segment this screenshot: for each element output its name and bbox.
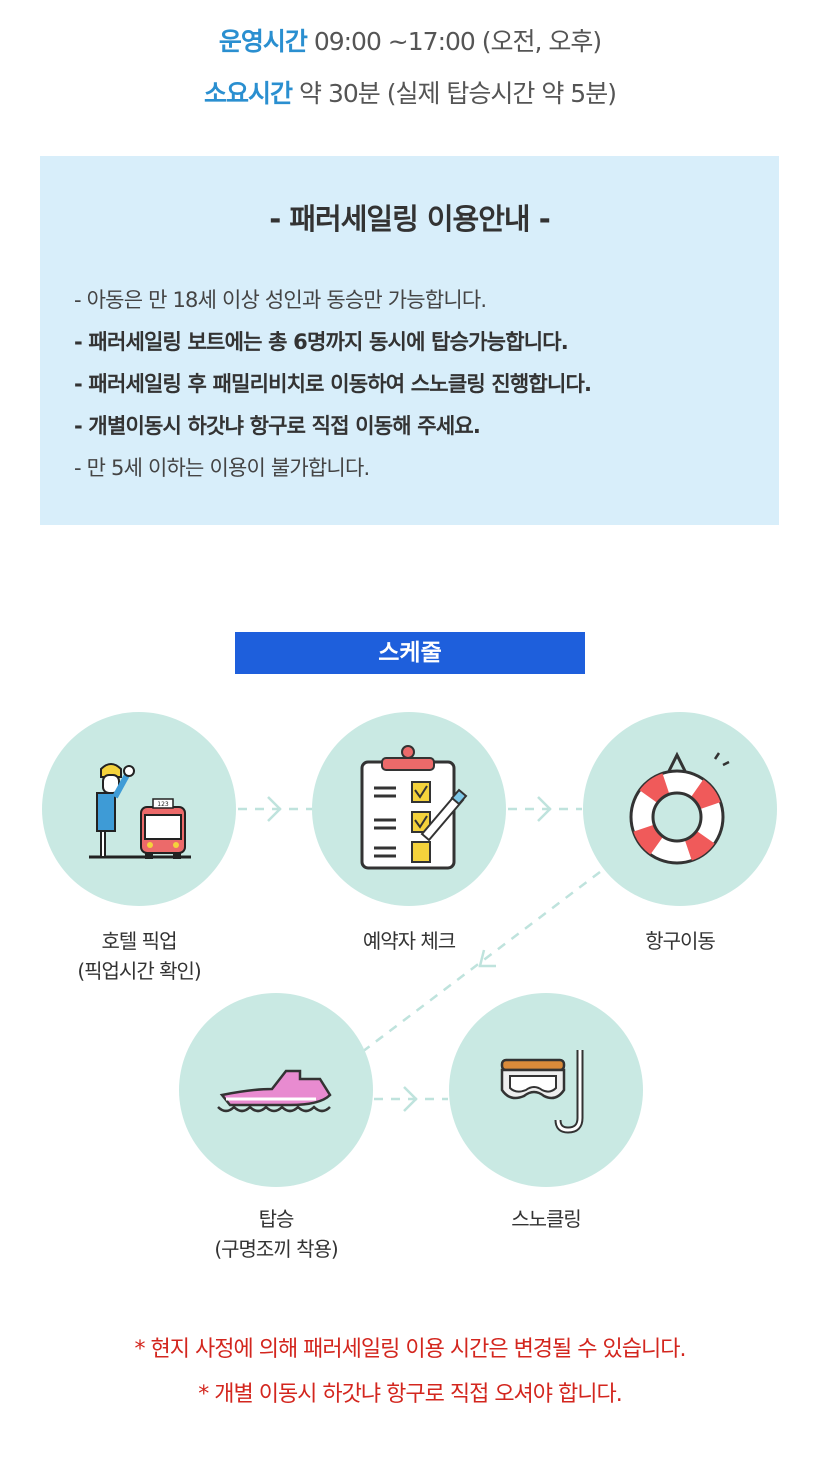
notice-text: * 현지 사정에 의해 패러세일링 이용 시간은 변경될 수 있습니다. (134, 1337, 687, 1362)
hotel-pickup-bus-icon: 123 (89, 763, 191, 859)
step-title: 예약자 체크 (362, 929, 456, 953)
guide-rule: - 패러세일링 후 패밀리비치로 이동하여 스노클링 진행합니다. (74, 372, 592, 396)
step-subtitle: (구명조끼 착용) (214, 1237, 338, 1261)
step-label: 예약자 체크 (289, 926, 529, 956)
guide-rule: - 아동은 만 18세 이상 성인과 동승만 가능합니다. (74, 288, 487, 312)
guide-rule: - 만 5세 이하는 이용이 불가합니다. (74, 456, 370, 480)
step-port-move-circle (583, 712, 777, 906)
duration: 소요시간 약 30분 (실제 탑승시간 약 5분) (0, 74, 820, 110)
duration-value: 약 30분 (실제 탑승시간 약 5분) (299, 79, 617, 108)
arrow-right-icon (537, 796, 552, 822)
arrow-right-icon (403, 1086, 418, 1112)
step-subtitle: (픽업시간 확인) (77, 959, 201, 983)
step-snorkeling-circle (449, 993, 643, 1187)
snorkel-mask-icon (500, 1050, 584, 1134)
step-boarding-circle (179, 993, 373, 1187)
guide-rule: - 개별이동시 하갓냐 항구로 직접 이동해 주세요. (74, 414, 481, 438)
boat-icon (217, 1069, 332, 1113)
arrow-right-icon (267, 796, 282, 822)
guide-title: - 패러세일링 이용안내 - (269, 202, 550, 236)
lifebuoy-icon (629, 751, 730, 865)
clipboard-checklist-icon (360, 745, 468, 870)
step-title: 스노클링 (511, 1207, 582, 1231)
usage-guide-box: - 패러세일링 이용안내 - - 아동은 만 18세 이상 성인과 동승만 가능… (40, 156, 779, 525)
step-label: 탑승 (구명조끼 착용) (156, 1204, 396, 1264)
step-label: 스노클링 (426, 1204, 666, 1234)
operating-hours: 운영시간 09:00 ~17:00 (오전, 오후) (0, 22, 820, 58)
arrow-down-left-icon (478, 949, 496, 968)
schedule-header: 스케줄 (235, 632, 585, 674)
step-label: 항구이동 (560, 926, 800, 956)
operating-hours-label: 운영시간 (218, 27, 308, 56)
step-title: 호텔 픽업 (101, 929, 178, 953)
step-title: 항구이동 (645, 929, 716, 953)
step-reservation-check-circle (312, 712, 506, 906)
step-title: 탑승 (258, 1207, 295, 1231)
svg-text:123: 123 (157, 801, 169, 808)
notice-text: * 개별 이동시 하갓냐 항구로 직접 오셔야 합니다. (198, 1382, 623, 1407)
operating-hours-value: 09:00 ~17:00 (오전, 오후) (313, 27, 602, 56)
duration-label: 소요시간 (204, 79, 293, 108)
step-hotel-pickup-circle: 123 (42, 712, 236, 906)
step-label: 호텔 픽업 (픽업시간 확인) (19, 926, 259, 986)
guide-rule: - 패러세일링 보트에는 총 6명까지 동시에 탑승가능합니다. (74, 330, 569, 354)
